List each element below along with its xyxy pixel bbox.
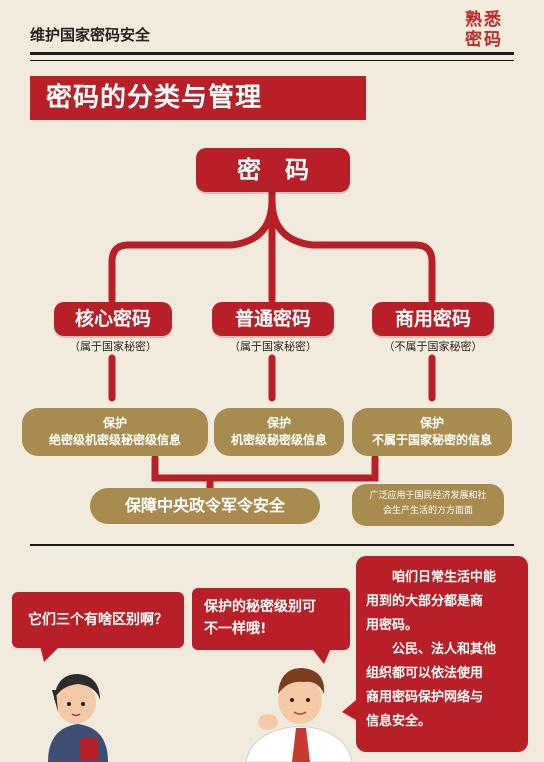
category-ordinary-note: （属于国家秘密） xyxy=(229,340,317,353)
result-commercial-use: 广泛应用于国民经济发展和社 会生产生活的方方面面 xyxy=(352,484,504,526)
info-bubble: 咱们日常生活中能 用到的大部分都是商 用密码。 公民、法人和其他 组织都可以依法… xyxy=(356,556,528,752)
protect-ordinary: 保护 机密级秘密级信息 xyxy=(214,408,344,456)
category-ordinary: 普通密码 xyxy=(212,302,334,336)
protect-commercial: 保护 不属于国家秘密的信息 xyxy=(352,408,512,456)
category-core: 核心密码 xyxy=(54,302,172,336)
girl-character-icon xyxy=(48,674,108,762)
answer-bubble: 保护的秘密级别可 不一样哦! xyxy=(192,588,350,650)
boy-character-icon xyxy=(245,668,353,762)
top-divider-thin xyxy=(30,60,514,61)
question-bubble: 它们三个有啥区别啊？ xyxy=(12,592,184,648)
stamp-logo: 熟悉 密码 xyxy=(465,10,503,50)
result-central-security: 保障中央政令军令安全 xyxy=(90,488,320,524)
category-commercial-note: （不属于国家秘密） xyxy=(383,340,483,353)
top-divider xyxy=(30,52,514,55)
protect-core: 保护 绝密级机密级秘密级信息 xyxy=(22,408,208,456)
bottom-divider xyxy=(30,544,514,546)
section-banner: 密码的分类与管理 xyxy=(30,76,366,120)
root-node: 密 码 xyxy=(196,148,350,192)
header-title: 维护国家密码安全 xyxy=(30,26,151,44)
category-commercial: 商用密码 xyxy=(372,302,494,336)
tree-connectors xyxy=(108,186,436,492)
category-core-note: （属于国家秘密） xyxy=(69,340,157,353)
